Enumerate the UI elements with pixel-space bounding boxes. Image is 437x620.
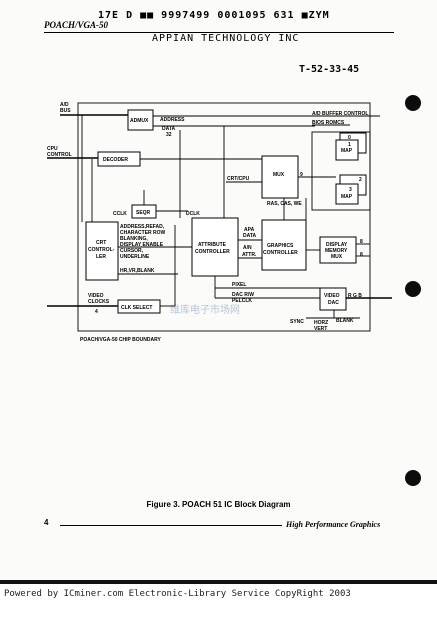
powered-by-text: Powered by ICminer.com Electronic-Librar… [4, 589, 351, 599]
scanned-page: 17E D ■■ 9997499 0001095 631 ■ZYM POACH/… [44, 10, 421, 529]
crt-cpu-label: CRT/CPU [227, 176, 250, 182]
footer-rule [60, 525, 282, 526]
company-name: APPIAN TECHNOLOGY INC [152, 33, 300, 44]
punch-hole-2 [405, 281, 421, 297]
map-1-label: MAP [341, 148, 353, 154]
bus-width-label: 32 [166, 132, 172, 138]
bios-roms-label: BIOS ROMCS [312, 120, 345, 126]
chip-boundary [77, 102, 371, 332]
video-dac-block [319, 287, 347, 311]
scan-bottom-band [0, 580, 437, 584]
chip-boundary-label: POACH/VGA-50 CHIP BOUNDARY [80, 337, 162, 343]
punch-hole-1 [405, 95, 421, 111]
dclk-label: DCLK [186, 211, 200, 217]
memory-maps-group [311, 131, 371, 211]
map-3-label: MAP [341, 194, 353, 200]
header-rule [44, 32, 394, 33]
page-number: 4 [44, 518, 49, 527]
ras-cas-we-label: RAS, CAS, WE [267, 201, 302, 207]
hr-vr-blank-label: HR,VR,BLANK [120, 268, 155, 274]
map-3-block [335, 183, 359, 205]
seqr-label: SEQR [136, 210, 151, 216]
admux-block [127, 109, 154, 131]
footer-title: High Performance Graphics [286, 520, 381, 529]
clk-select-label: CLK SELECT [121, 305, 152, 311]
map-1-block [335, 139, 359, 161]
decoder-label: DECODER [103, 157, 128, 163]
cclk-label: CCLK [113, 211, 127, 217]
blank-label: BLANK [336, 318, 354, 324]
crt-controller-block [85, 221, 119, 281]
display-memory-mux-block [319, 236, 357, 264]
header-model: POACH/VGA-50 [44, 20, 109, 30]
rgb-label: R G B [348, 293, 362, 299]
map-3-number: 3 [349, 187, 352, 193]
map-1-number: 1 [348, 142, 351, 148]
figure-caption: Figure 3. POACH 51 IC Block Diagram [146, 500, 291, 509]
punch-hole-3 [405, 470, 421, 486]
pelclk-label: PELCLK [232, 298, 252, 304]
map-2-number: 2 [359, 177, 362, 183]
map-0-number: 0 [348, 135, 351, 141]
watermark: 维库电子市场网 [170, 303, 240, 316]
eight-b-label: 8 [360, 252, 363, 258]
clk-select-block [117, 299, 161, 314]
dac-rw-label: DAC R/W [232, 292, 254, 298]
address-label: ADDRESS [160, 117, 185, 123]
graphics-controller-block [261, 219, 307, 271]
header-code-line: 17E D ■■ 9997499 0001095 631 ■ZYM [98, 10, 330, 21]
horz-label: HORZ [314, 320, 328, 326]
admux-label: ADMUX [130, 118, 149, 124]
attribute-controller-block [191, 217, 239, 277]
pixel-label: PIXEL [232, 282, 246, 288]
nine-label: 9 [300, 172, 303, 178]
ad-buffer-control-label: A/D BUFFER CONTROL [312, 111, 368, 117]
data-label: DATA [162, 126, 176, 132]
eight-a-label: 8 [360, 239, 363, 245]
vert-label: VERT [314, 326, 327, 332]
mux-block [261, 155, 299, 199]
document-number: T-52-33-45 [299, 64, 360, 75]
four-label: 4 [95, 309, 98, 315]
mux-label: MUX [273, 172, 285, 178]
sync-label: SYNC [290, 319, 304, 325]
